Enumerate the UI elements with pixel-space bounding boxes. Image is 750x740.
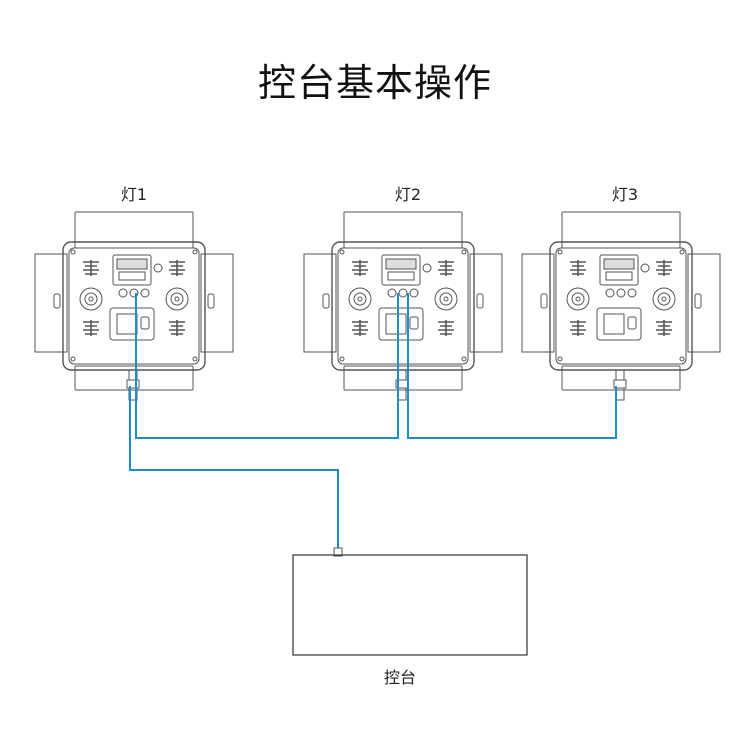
lamp-2-label: 灯2 xyxy=(394,185,422,204)
cable-lamp2-to-lamp3 xyxy=(407,293,617,439)
cable-console-to-lamp1 xyxy=(129,386,339,550)
console-connector xyxy=(333,547,343,557)
lamp-2 xyxy=(304,212,502,400)
dmx-cables xyxy=(129,293,617,550)
lamp-3-label: 灯3 xyxy=(611,185,639,204)
cable-lamp1-to-lamp2 xyxy=(135,293,399,439)
diagram-title: 控台基本操作 xyxy=(257,61,492,105)
console-label: 控台 xyxy=(383,668,416,687)
console-box xyxy=(292,554,528,656)
lamp-1 xyxy=(35,212,233,400)
lamp-1-label: 灯1 xyxy=(120,185,148,204)
lamp-3 xyxy=(522,212,720,400)
